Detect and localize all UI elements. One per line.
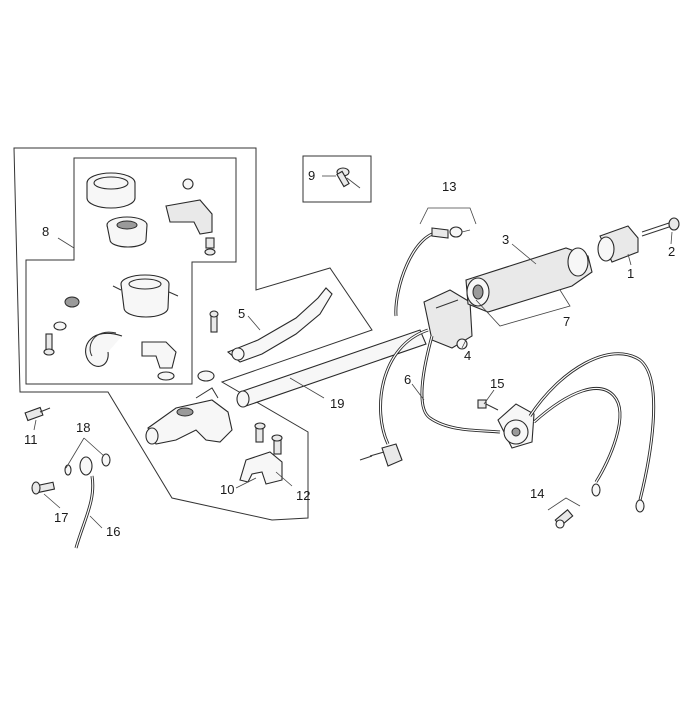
small-washers	[43, 296, 80, 356]
callout-2: 2	[668, 244, 675, 259]
callout-8: 8	[42, 224, 49, 239]
bar-end-screw-2	[641, 217, 680, 237]
handlebar-tube-19	[236, 329, 427, 408]
callout-15: 15	[490, 376, 504, 391]
o-ring	[197, 370, 215, 382]
throttle-housing-4	[423, 289, 473, 350]
reservoir-diaphragm	[106, 216, 148, 248]
bar-end-weight-1	[597, 225, 639, 263]
callout-19: 19	[330, 396, 344, 411]
callout-12: 12	[296, 488, 310, 503]
callout-11: 11	[24, 432, 38, 447]
switch-wiring-6	[359, 328, 501, 467]
hose-fitting	[141, 341, 177, 381]
leader-lines	[33, 175, 673, 529]
callout-14: 14	[530, 486, 544, 501]
callout-1: 1	[627, 266, 634, 281]
reservoir-bracket	[165, 178, 216, 256]
callout-5: 5	[238, 306, 245, 321]
callout-3: 3	[502, 232, 509, 247]
group-outline-8	[13, 147, 373, 521]
callout-18: 18	[76, 420, 90, 435]
callout-13: 13	[442, 179, 456, 194]
part-box-9	[302, 155, 372, 203]
sensor-part-11	[24, 406, 51, 422]
left-switch-unit	[477, 399, 535, 449]
callout-7: 7	[563, 314, 570, 329]
brake-lever-5	[209, 287, 333, 363]
bolt-part-9	[336, 167, 361, 189]
callout-16: 16	[106, 524, 120, 539]
callout-4: 4	[464, 348, 471, 363]
mounting-clamp-10	[239, 422, 283, 485]
callout-17: 17	[54, 510, 68, 525]
callout-9: 9	[308, 168, 315, 183]
reservoir-body	[112, 274, 179, 318]
banjo-bolt-17	[31, 464, 72, 495]
reservoir-cap	[86, 172, 136, 209]
brake-hose-16	[74, 453, 111, 549]
reservoir-subgroup-outline	[25, 157, 237, 385]
master-cylinder-body	[145, 387, 233, 445]
callout-6: 6	[404, 372, 411, 387]
callout-labels: 1 2 3 4 5 6 7 8 9 10 11 12 13 14 15 16 1…	[24, 168, 675, 539]
reservoir-hose	[85, 331, 123, 367]
callout-10: 10	[220, 482, 234, 497]
control-cables-14	[528, 352, 656, 529]
throttle-grip-3	[465, 247, 593, 313]
throttle-cable-13	[394, 226, 471, 317]
